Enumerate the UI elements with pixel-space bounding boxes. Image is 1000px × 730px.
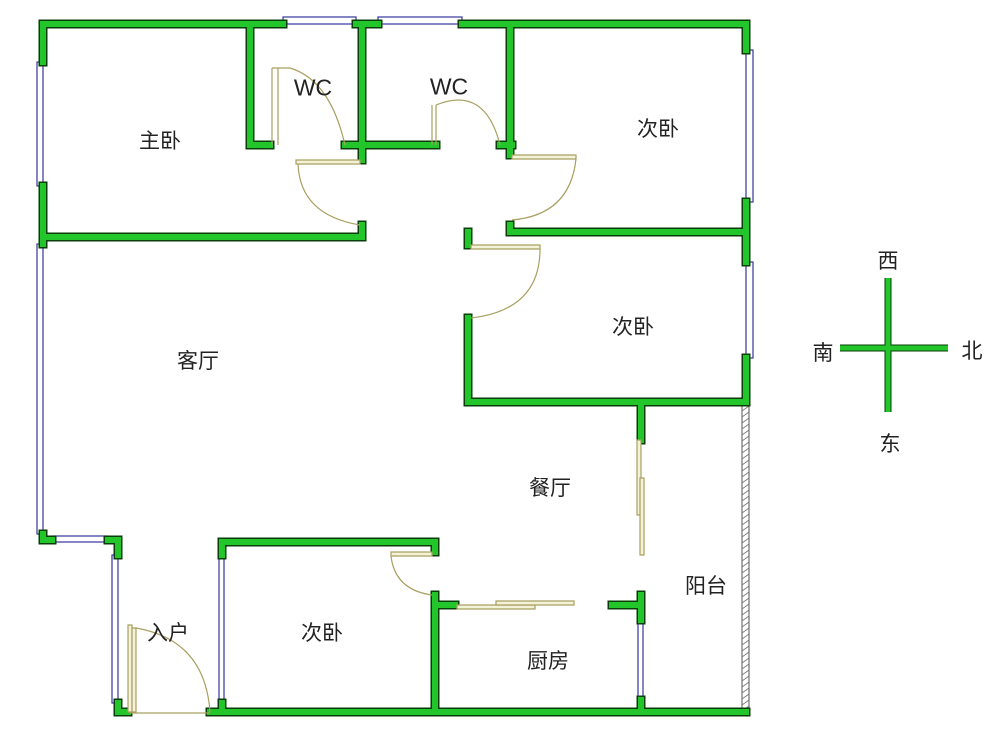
compass-south: 南	[812, 341, 834, 365]
room-label-kitchen: 厨房	[527, 649, 569, 673]
balcony-rail	[741, 403, 750, 712]
wall-segment	[507, 222, 749, 235]
compass-north: 北	[961, 339, 983, 363]
room-label-balcony: 阳台	[685, 574, 727, 598]
room-label-wc-1: WC	[293, 74, 333, 101]
walls	[38, 19, 751, 717]
room-label-dining-room: 餐厅	[529, 476, 571, 500]
room-label-wc-2: WC	[429, 73, 469, 100]
wall-segment	[40, 222, 365, 240]
doors	[127, 67, 645, 714]
compass-east: 东	[879, 432, 901, 456]
room-label-bedroom-mid-right: 次卧	[612, 315, 654, 339]
wall-segment	[463, 313, 751, 407]
room-label-living-room: 客厅	[177, 349, 219, 373]
wall-segment	[219, 539, 438, 555]
compass-west: 西	[877, 249, 899, 273]
room-label-entrance: 入户	[147, 621, 189, 645]
wall-segment	[247, 21, 273, 148]
wall-segment	[115, 700, 131, 715]
room-label-bedroom-bottom: 次卧	[301, 621, 343, 645]
wall-segment	[105, 537, 121, 558]
compass-cross	[840, 278, 948, 412]
room-label-master-bedroom: 主卧	[139, 129, 181, 153]
room-label-bedroom-top-right: 次卧	[637, 117, 679, 141]
wall-segment	[465, 315, 749, 405]
windows	[36, 16, 754, 704]
wall-segment	[40, 531, 55, 543]
